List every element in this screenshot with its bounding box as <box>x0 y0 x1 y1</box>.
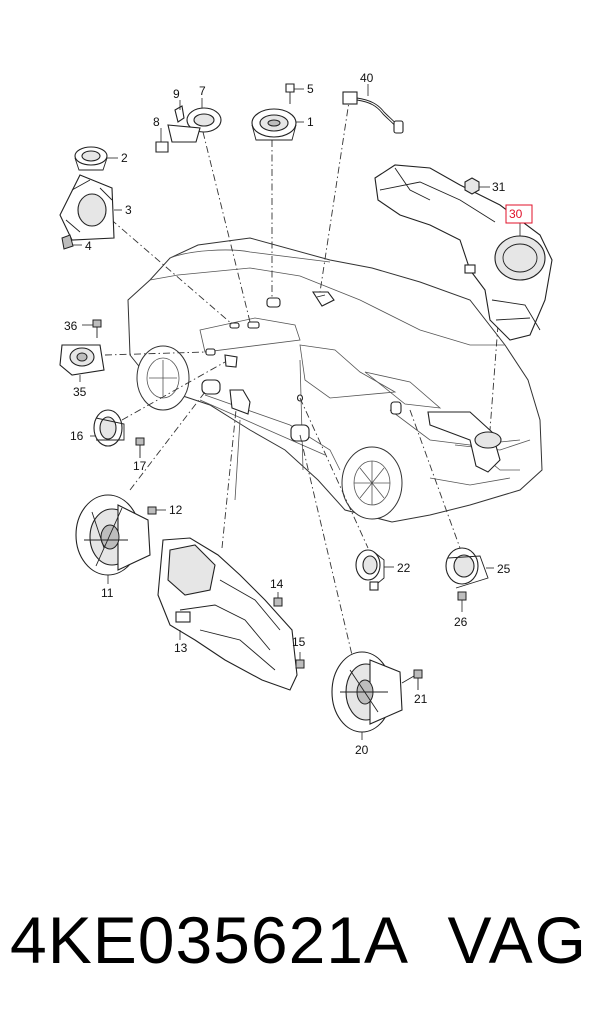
tweeter-speaker-1 <box>251 83 304 141</box>
assembly-leader-lines <box>99 94 499 656</box>
callout-22: 22 <box>397 561 411 575</box>
callout-7: 7 <box>199 84 206 98</box>
callout-16: 16 <box>70 429 84 443</box>
callout-14: 14 <box>270 577 284 591</box>
callout-31: 31 <box>492 180 506 194</box>
callout-2: 2 <box>121 151 128 165</box>
center-speaker-assembly-7 <box>155 98 222 153</box>
callout-labels: 5 1 40 7 9 8 2 3 4 31 30 36 35 16 17 12 … <box>64 71 523 757</box>
callout-1: 1 <box>307 115 314 129</box>
callout-36: 36 <box>64 319 78 333</box>
rear-speaker-25 <box>445 547 494 612</box>
callout-8: 8 <box>153 115 160 129</box>
callout-25: 25 <box>497 562 511 576</box>
rear-subwoofer-mount <box>427 411 502 473</box>
callout-11: 11 <box>101 586 114 600</box>
brand-name: VAG <box>447 903 588 977</box>
callout-20: 20 <box>355 743 369 757</box>
callout-40: 40 <box>360 71 374 85</box>
door-speaker-assembly-3 <box>59 146 122 250</box>
cable-harness-40 <box>342 84 404 134</box>
callout-21: 21 <box>414 692 428 706</box>
car-body-outline <box>127 237 543 523</box>
callout-9: 9 <box>173 87 180 101</box>
callout-15: 15 <box>292 635 306 649</box>
callout-12: 12 <box>169 503 183 517</box>
door-trim-carrier-13 <box>157 537 305 691</box>
subwoofer-enclosure-30 <box>374 164 553 341</box>
door-woofer-11 <box>75 494 166 584</box>
part-number: 4KE035621A <box>10 903 410 977</box>
callout-26: 26 <box>454 615 468 629</box>
callout-4: 4 <box>85 239 92 253</box>
speaker-bracket-35 <box>59 319 105 382</box>
speaker-system-exploded-diagram: 5 1 40 7 9 8 2 3 4 31 30 36 35 16 17 12 … <box>59 71 553 757</box>
callout-5: 5 <box>307 82 314 96</box>
rear-tweeter-22 <box>355 549 394 591</box>
rear-door-woofer-20 <box>331 651 423 740</box>
callout-17: 17 <box>133 459 147 473</box>
callout-35: 35 <box>73 385 87 399</box>
mounting-gaskets <box>201 291 402 442</box>
door-tweeter-16 <box>90 409 145 458</box>
footer-caption: 4KE035621A VAG <box>0 890 600 990</box>
highlight-box-30 <box>505 204 533 224</box>
callout-13: 13 <box>174 641 188 655</box>
callout-30: 30 <box>509 207 523 221</box>
callout-3: 3 <box>125 203 132 217</box>
